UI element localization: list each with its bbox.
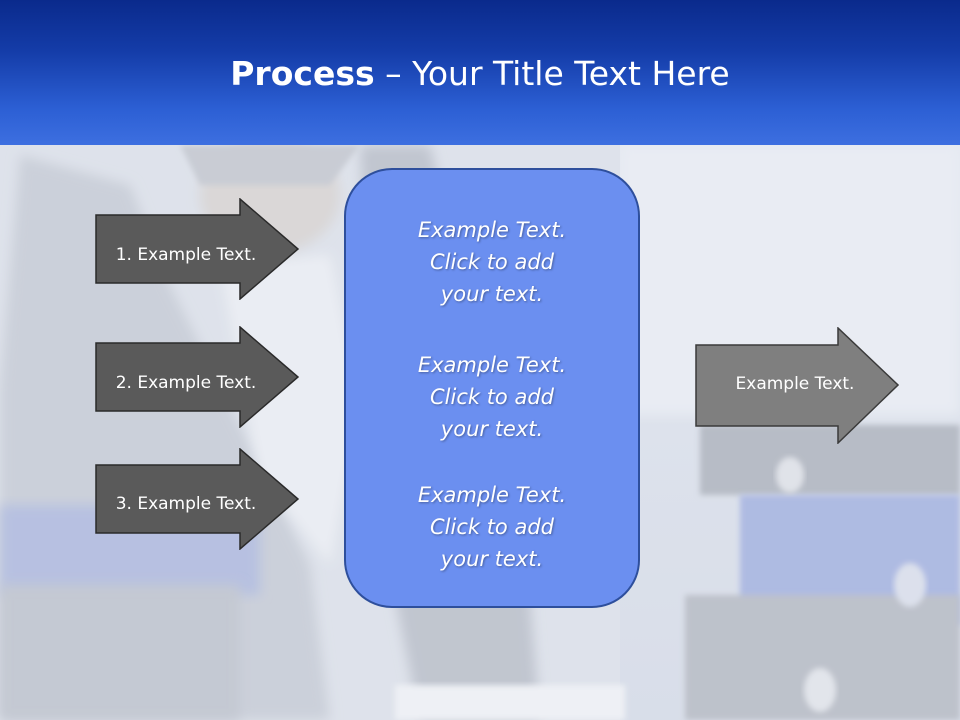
- arrow-right-icon: [95, 448, 299, 550]
- slide-title[interactable]: Process – Your Title Text Here: [0, 52, 960, 96]
- center-text-line: Click to add: [429, 250, 554, 274]
- arrow-right-icon: [95, 198, 299, 300]
- center-text-line: Example Text.: [417, 353, 567, 377]
- center-text-block-1[interactable]: Example Text. Click to add your text.: [346, 214, 638, 310]
- left-arrow-label: 3. Example Text.: [115, 494, 257, 514]
- left-arrow-3[interactable]: 3. Example Text.: [95, 448, 299, 550]
- left-arrow-2[interactable]: 2. Example Text.: [95, 326, 299, 428]
- right-arrow[interactable]: Example Text.: [695, 326, 900, 445]
- title-band: Process – Your Title Text Here: [0, 0, 960, 145]
- right-arrow-label: Example Text.: [735, 374, 855, 394]
- center-text-line: Example Text.: [417, 483, 567, 507]
- title-rest: – Your Title Text Here: [374, 54, 730, 93]
- left-arrow-1[interactable]: 1. Example Text.: [95, 198, 299, 300]
- arrow-right-icon: [695, 326, 900, 445]
- center-text-line: your text.: [440, 282, 544, 306]
- center-text-block-3[interactable]: Example Text. Click to add your text.: [346, 479, 638, 575]
- center-text-line: your text.: [440, 417, 544, 441]
- center-text-line: Click to add: [429, 385, 554, 409]
- center-content-box[interactable]: Example Text. Click to add your text. Ex…: [344, 168, 640, 608]
- center-text-line: Click to add: [429, 515, 554, 539]
- center-text-line: your text.: [440, 547, 544, 571]
- center-text-block-2[interactable]: Example Text. Click to add your text.: [346, 349, 638, 445]
- arrow-right-icon: [95, 326, 299, 428]
- left-arrow-label: 1. Example Text.: [115, 245, 257, 265]
- left-arrow-label: 2. Example Text.: [115, 373, 257, 393]
- center-text-line: Example Text.: [417, 218, 567, 242]
- title-bold: Process: [230, 54, 375, 93]
